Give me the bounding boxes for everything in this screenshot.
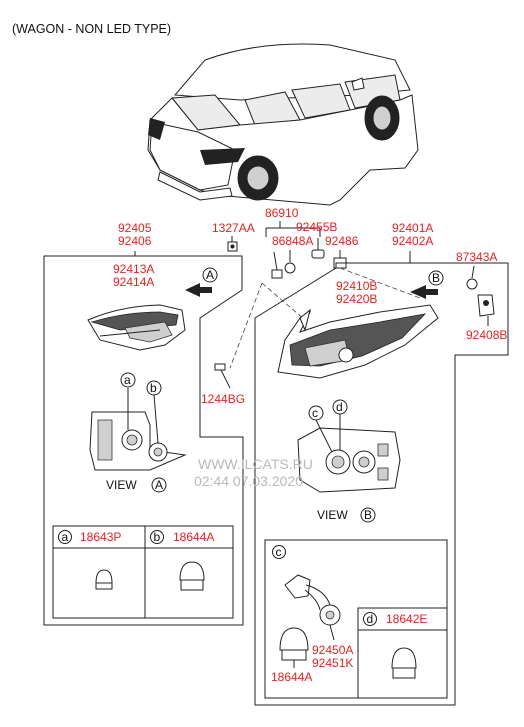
callout-c-label: c	[312, 406, 318, 420]
socket-c-letter: c	[276, 545, 282, 559]
part-18644a-top[interactable]: 18644A	[173, 530, 214, 544]
callout-b-small-label: b	[150, 381, 157, 395]
wagon-car-illustration	[147, 43, 419, 206]
callout-d-circle	[332, 399, 348, 415]
view-a-text: VIEW	[106, 478, 137, 492]
view-a-detail	[89, 388, 187, 471]
part-92451k[interactable]: 92451K	[312, 656, 353, 670]
part-18642e[interactable]: 18642E	[386, 612, 427, 626]
bulb-d-icon	[391, 647, 417, 679]
socket-assembly-part[interactable]	[284, 574, 341, 641]
outer-lamp-part[interactable]	[277, 304, 439, 379]
callout-a-circle	[202, 267, 218, 283]
part-92405[interactable]: 92405	[118, 221, 152, 235]
view-b-text: VIEW	[317, 508, 348, 522]
part-92420b[interactable]: 92420B	[336, 292, 377, 306]
part-86848a[interactable]: 86848A	[272, 234, 313, 248]
part-86910[interactable]: 86910	[265, 206, 299, 220]
callout-d-label: d	[336, 400, 343, 414]
view-b-circle	[360, 507, 376, 523]
callout-b-label: B	[432, 271, 440, 285]
bulb-d-letter: d	[367, 612, 374, 626]
clip-parts[interactable]	[271, 238, 347, 279]
inner-lamp-part[interactable]	[87, 304, 186, 351]
part-18644a-bottom[interactable]: 18644A	[271, 670, 312, 684]
part-92401a[interactable]: 92401A	[392, 221, 433, 235]
bracket-part[interactable]	[477, 294, 495, 326]
mounting-lines	[229, 267, 421, 369]
part-92402a[interactable]: 92402A	[392, 234, 433, 248]
view-a-letter: A	[155, 478, 163, 492]
callout-c-circle	[308, 405, 324, 421]
part-92486[interactable]: 92486	[325, 234, 359, 248]
part-87343a[interactable]: 87343A	[456, 250, 497, 264]
watermark-line-2: 02:44 07.03.2020	[194, 473, 303, 489]
bulb-a-icon	[95, 569, 113, 590]
bulb-box-d	[357, 607, 448, 699]
screw-part[interactable]	[214, 363, 231, 389]
bulb-b-icon	[179, 561, 205, 591]
part-92414a[interactable]: 92414A	[113, 275, 154, 289]
part-92455b[interactable]: 92455B	[296, 220, 337, 234]
bulb-a-letter: a	[62, 530, 69, 544]
right-group-frame	[254, 262, 509, 706]
bulb-table-ab	[52, 525, 234, 619]
left-group-frame	[43, 255, 244, 626]
part-92410b[interactable]: 92410B	[336, 279, 377, 293]
part-92413a[interactable]: 92413A	[113, 262, 154, 276]
callout-a-small-label: a	[124, 373, 131, 387]
diagram-title: (WAGON - NON LED TYPE)	[12, 22, 171, 36]
part-18643p[interactable]: 18643P	[80, 530, 121, 544]
bulb-b-letter: b	[154, 530, 161, 544]
callout-b-small-circle	[146, 380, 162, 396]
grommet-part[interactable]	[466, 265, 478, 290]
watermark-line-1: WWW.ILCATS.RU	[198, 456, 313, 472]
view-b-detail	[297, 414, 401, 493]
bulb-c-icon[interactable]	[279, 627, 309, 668]
part-92406[interactable]: 92406	[118, 234, 152, 248]
part-92450a[interactable]: 92450A	[312, 643, 353, 657]
view-a-circle	[151, 477, 167, 493]
nut-part[interactable]	[227, 241, 238, 252]
callout-a-label: A	[206, 268, 214, 282]
view-b-letter: B	[364, 508, 372, 522]
part-1244bg[interactable]: 1244BG	[201, 392, 245, 406]
callout-b-circle	[428, 270, 444, 286]
callout-a-small-circle	[120, 372, 136, 388]
arrow-right-icon	[410, 285, 438, 299]
arrow-left-icon	[185, 283, 212, 297]
part-1327aa[interactable]: 1327AA	[212, 221, 255, 235]
part-92408b[interactable]: 92408B	[466, 328, 507, 342]
